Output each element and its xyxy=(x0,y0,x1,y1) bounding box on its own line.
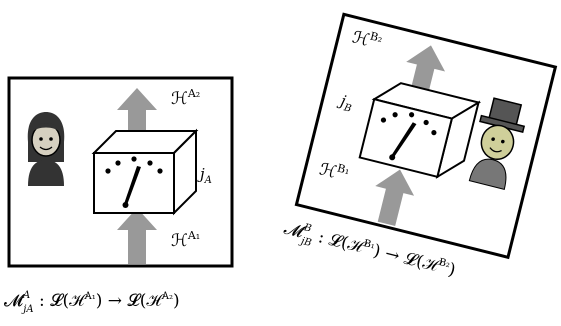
instrument-label-a: jA xyxy=(197,165,212,186)
man-with-top-hat-icon xyxy=(468,97,526,190)
hilbert-space-in-a: ℋA₁ xyxy=(171,229,200,251)
hilbert-space-in-b: ℋB₁ xyxy=(317,157,351,185)
panel-b: ℋB₂ ℋB₁ jB 𝓜BjB : 𝓛(ℋB₁) → 𝓛(ℋB₂) xyxy=(281,12,558,285)
measuring-device-b-icon xyxy=(358,76,480,184)
woman-with-dark-hair-icon xyxy=(27,112,65,186)
input-arrow-b xyxy=(367,164,420,229)
hilbert-space-out-a: ℋA₂ xyxy=(171,87,200,109)
input-arrow-a xyxy=(117,208,157,264)
caption-b: 𝓜BjB : 𝓛(ℋB₁) → 𝓛(ℋB₂) xyxy=(281,218,458,285)
panel-a-frame xyxy=(7,76,234,268)
panel-b-frame xyxy=(294,12,558,260)
measuring-device-a-icon xyxy=(93,130,197,214)
hilbert-space-out-b: ℋB₂ xyxy=(350,26,384,54)
instrument-label-b: jB xyxy=(335,91,355,115)
